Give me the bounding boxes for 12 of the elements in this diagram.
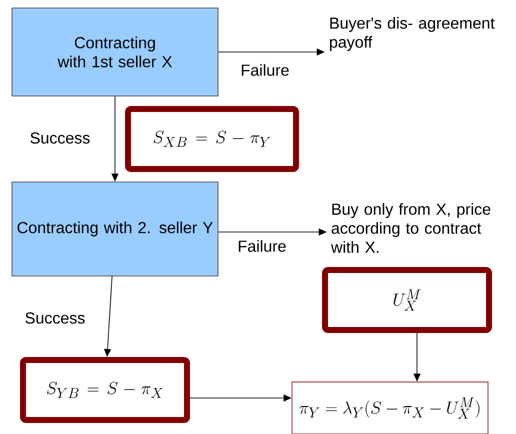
edge-label: Success (28, 131, 92, 145)
edge-label: Failure (236, 239, 288, 253)
edge-label: Failure (240, 63, 290, 77)
process-box: Contracting with 2. seller Y (12, 182, 218, 276)
formula-box: $S_{YB} = S - \pi_{X}$ (20, 357, 190, 423)
outcome-text: Buyer's dis- agreement payoff (330, 17, 495, 51)
formula-box: $S_{XB} = S - \pi_{Y}$ (125, 106, 299, 172)
process-box: Contracting with 1st seller X (12, 8, 218, 96)
formula-box: $\pi_{Y} = \lambda_{Y}(S - \pi_{X} - U_{X}^{M})$ (292, 382, 488, 434)
outcome-text: Buy only from X, price according to contract with X. (331, 203, 490, 253)
edge-label: Success (24, 311, 86, 325)
formula-box: $U_{X}^{M}$ (322, 267, 492, 333)
